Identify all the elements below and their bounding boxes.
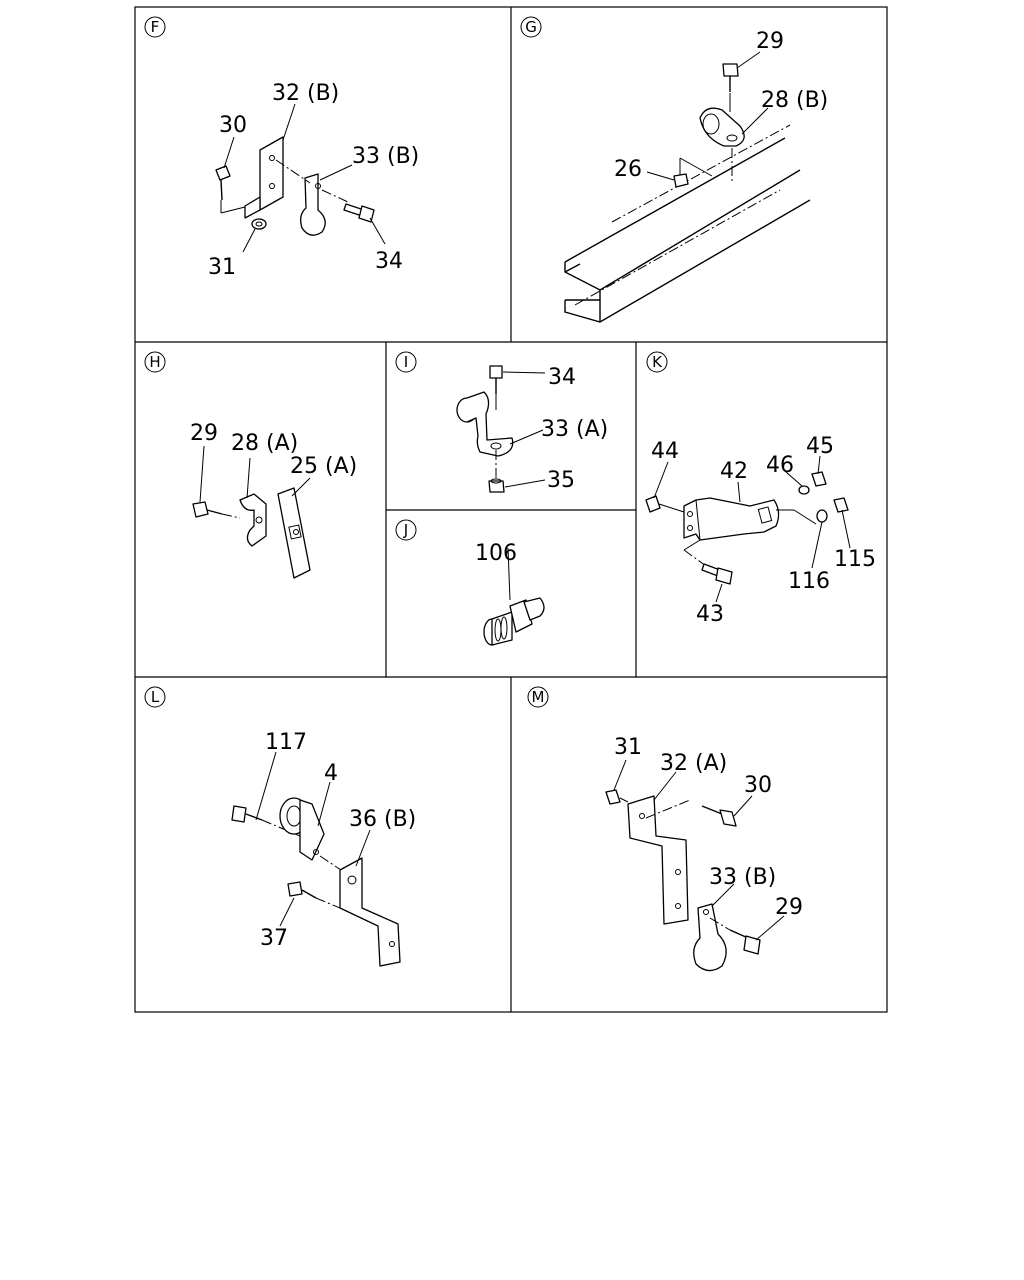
panel-g-letter: G (525, 18, 537, 36)
panel-i: I 34 33 (A) 35 (395, 351, 608, 493)
panel-h: H 29 28 (A) 25 (A) (144, 351, 357, 579)
label-k-45: 45 (806, 434, 834, 459)
panel-j: J 106 (395, 519, 545, 646)
label-j-106: 106 (475, 541, 517, 566)
label-m-29: 29 (775, 895, 803, 920)
label-l-37: 37 (260, 926, 288, 951)
panel-m: M 31 32 (A) 30 33 (B) 29 (527, 686, 803, 972)
panel-k-letter: K (652, 353, 663, 371)
label-k-42: 42 (720, 459, 748, 484)
panel-f-letter: F (151, 18, 160, 36)
panel-l-letter: L (151, 688, 160, 706)
label-k-46: 46 (766, 453, 794, 478)
panel-i-letter: I (404, 353, 408, 371)
panel-m-letter: M (532, 688, 545, 706)
label-i-34: 34 (548, 365, 576, 390)
panel-j-letter: J (403, 521, 408, 539)
label-f-31: 31 (208, 255, 236, 280)
label-g-26: 26 (614, 157, 642, 182)
panel-frames (134, 6, 888, 1013)
label-f-32b: 32 (B) (272, 81, 339, 106)
label-i-33a: 33 (A) (541, 417, 608, 442)
label-l-36b: 36 (B) (349, 807, 416, 832)
label-m-31: 31 (614, 735, 642, 760)
label-m-32a: 32 (A) (660, 751, 727, 776)
panel-h-letter: H (149, 353, 160, 371)
label-k-43: 43 (696, 602, 724, 627)
label-l-117: 117 (265, 730, 307, 755)
panel-f: F 32 (B) 30 33 (B) 31 34 (144, 16, 419, 280)
label-h-25a: 25 (A) (290, 454, 357, 479)
label-g-29: 29 (756, 29, 784, 54)
label-k-44: 44 (651, 439, 679, 464)
panel-l: L 117 4 36 (B) 37 (144, 686, 416, 967)
label-h-29: 29 (190, 421, 218, 446)
label-m-33b: 33 (B) (709, 865, 776, 890)
label-h-28a: 28 (A) (231, 431, 298, 456)
label-f-30: 30 (219, 113, 247, 138)
label-f-34: 34 (375, 249, 403, 274)
label-k-116: 116 (788, 569, 830, 594)
label-k-115: 115 (834, 547, 876, 572)
label-m-30: 30 (744, 773, 772, 798)
label-f-33b: 33 (B) (352, 144, 419, 169)
panel-k: K 44 42 46 45 115 116 (645, 351, 876, 627)
label-i-35: 35 (547, 468, 575, 493)
label-g-28b: 28 (B) (761, 88, 828, 113)
panel-g: G 29 28 (B) 26 (520, 16, 828, 323)
label-l-4: 4 (324, 761, 338, 786)
